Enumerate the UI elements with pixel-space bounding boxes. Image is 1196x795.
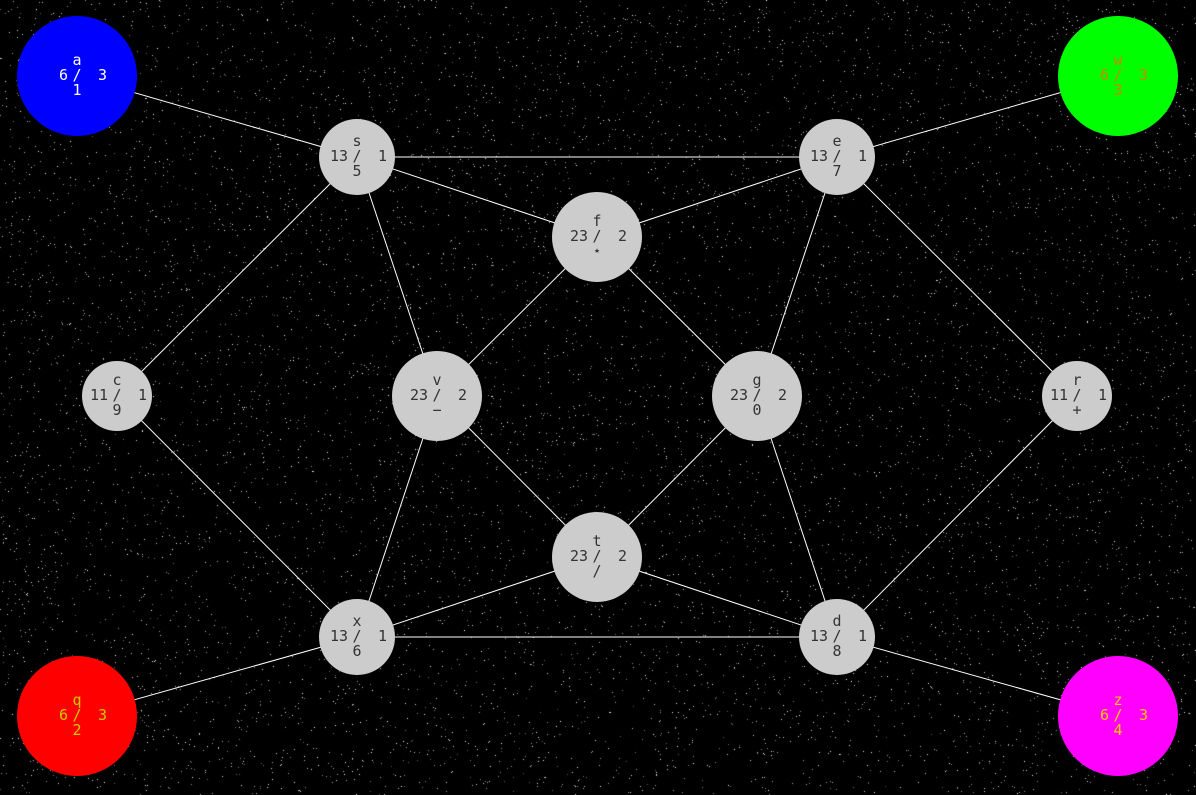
node-separator: / [1113,706,1123,724]
node-name: e [832,132,842,150]
node-right-value: 2 [458,386,468,404]
node-right-value: 3 [98,66,108,84]
node-separator: / [752,386,762,404]
node-code: 7 [832,162,842,180]
node-code: 9 [112,401,122,419]
node-name: c [112,371,122,389]
node-left-value: 13 [329,627,348,645]
node-code: / [592,562,602,580]
node-separator: / [592,547,602,565]
node-left-value: 23 [569,547,588,565]
node-name: a [72,51,82,69]
node-code: 3 [1113,81,1123,99]
node-code: 1 [72,81,82,99]
node-code: 2 [72,721,82,739]
node-right-value: 1 [138,386,148,404]
node-code: 5 [352,162,362,180]
node-left-value: 6 [58,66,68,84]
node-right-value: 1 [378,147,388,165]
edge-e-r [836,156,1078,397]
node-left-value: 6 [1099,66,1109,84]
node-right-value: 1 [378,627,388,645]
edge-c-x [116,395,358,638]
edge-s-c [116,156,358,397]
node-name: f [592,212,602,230]
node-code: 4 [1113,721,1123,739]
node-separator: / [432,386,442,404]
node-v[interactable]: v/−23 2 [392,351,482,441]
node-right-value: 1 [858,627,868,645]
node-left-value: 11 [1049,386,1068,404]
node-left-value: 6 [58,706,68,724]
node-f[interactable]: f/⋆23 2 [552,192,642,282]
edge-r-d [836,395,1078,638]
node-separator: / [1072,386,1082,404]
node-name: g [752,371,762,389]
node-separator: / [352,147,362,165]
node-name: x [352,612,362,630]
node-right-value: 3 [1139,706,1149,724]
node-separator: / [112,386,122,404]
node-left-value: 23 [569,227,588,245]
node-name: v [432,371,442,389]
node-name: w [1113,51,1123,69]
node-right-value: 1 [858,147,868,165]
node-separator: / [72,706,82,724]
node-left-value: 13 [809,147,828,165]
node-name: s [352,132,362,150]
node-right-value: 2 [618,547,628,565]
node-code: + [1072,401,1082,419]
node-right-value: 2 [618,227,628,245]
node-separator: / [592,227,602,245]
node-left-value: 6 [1099,706,1109,724]
node-left-value: 23 [729,386,748,404]
node-separator: / [1113,66,1123,84]
node-right-value: 3 [1139,66,1149,84]
node-separator: / [832,147,842,165]
node-code: ⋆ [592,242,602,260]
node-left-value: 13 [809,627,828,645]
node-separator: / [832,627,842,645]
node-right-value: 1 [1098,386,1108,404]
node-code: 6 [352,642,362,660]
node-left-value: 23 [409,386,428,404]
node-name: t [592,532,602,550]
node-separator: / [72,66,82,84]
node-name: q [72,691,82,709]
node-code: 8 [832,642,842,660]
node-right-value: 2 [778,386,788,404]
node-left-value: 11 [89,386,108,404]
node-name: r [1072,371,1082,389]
node-separator: / [352,627,362,645]
node-name: d [832,612,842,630]
node-name: z [1113,691,1123,709]
node-code: 0 [752,401,762,419]
node-code: − [432,401,442,419]
node-right-value: 3 [98,706,108,724]
node-left-value: 13 [329,147,348,165]
